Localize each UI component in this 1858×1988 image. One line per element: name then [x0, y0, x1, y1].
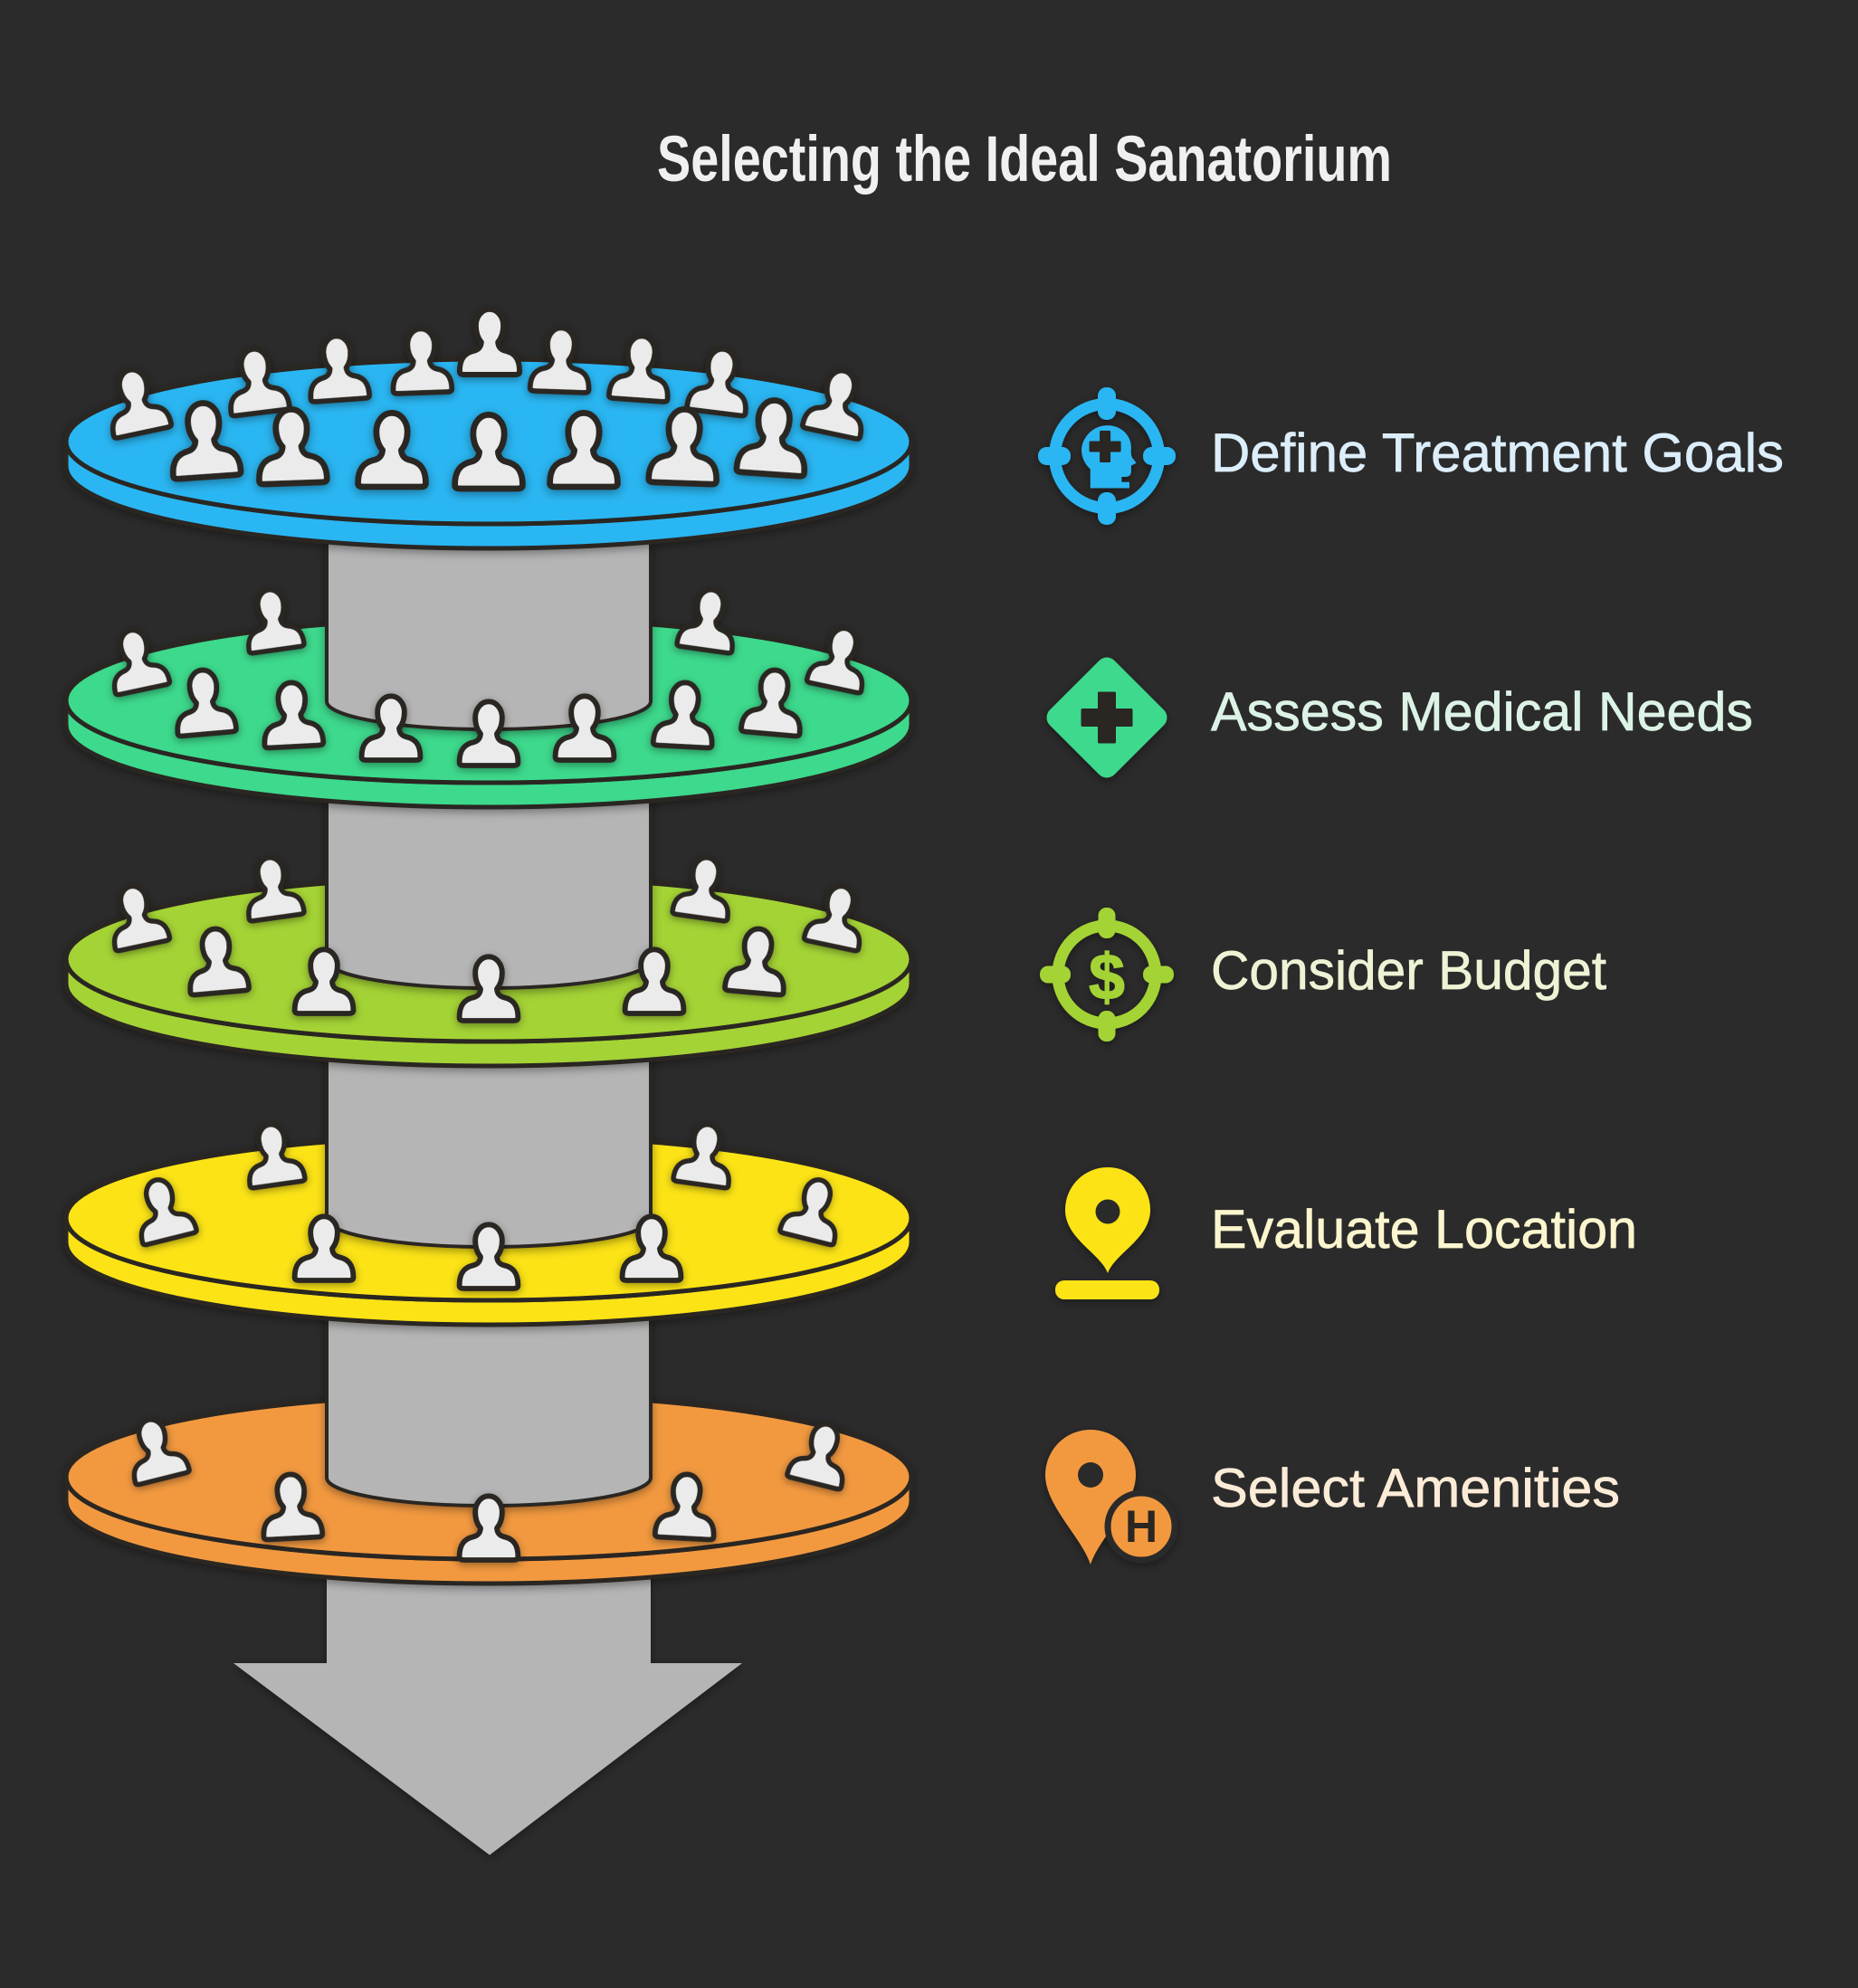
- svg-text:Evaluate Location: Evaluate Location: [1211, 1199, 1637, 1260]
- svg-text:Assess Medical Needs: Assess Medical Needs: [1211, 681, 1753, 742]
- svg-text:Define Treatment Goals: Define Treatment Goals: [1211, 423, 1784, 483]
- svg-text:Selecting the Ideal Sanatorium: Selecting the Ideal Sanatorium: [657, 124, 1392, 195]
- svg-text:Select Amenities: Select Amenities: [1211, 1458, 1620, 1518]
- svg-text:H: H: [1125, 1501, 1158, 1552]
- svg-text:$: $: [1089, 942, 1125, 1013]
- svg-text:Consider Budget: Consider Budget: [1211, 940, 1606, 1001]
